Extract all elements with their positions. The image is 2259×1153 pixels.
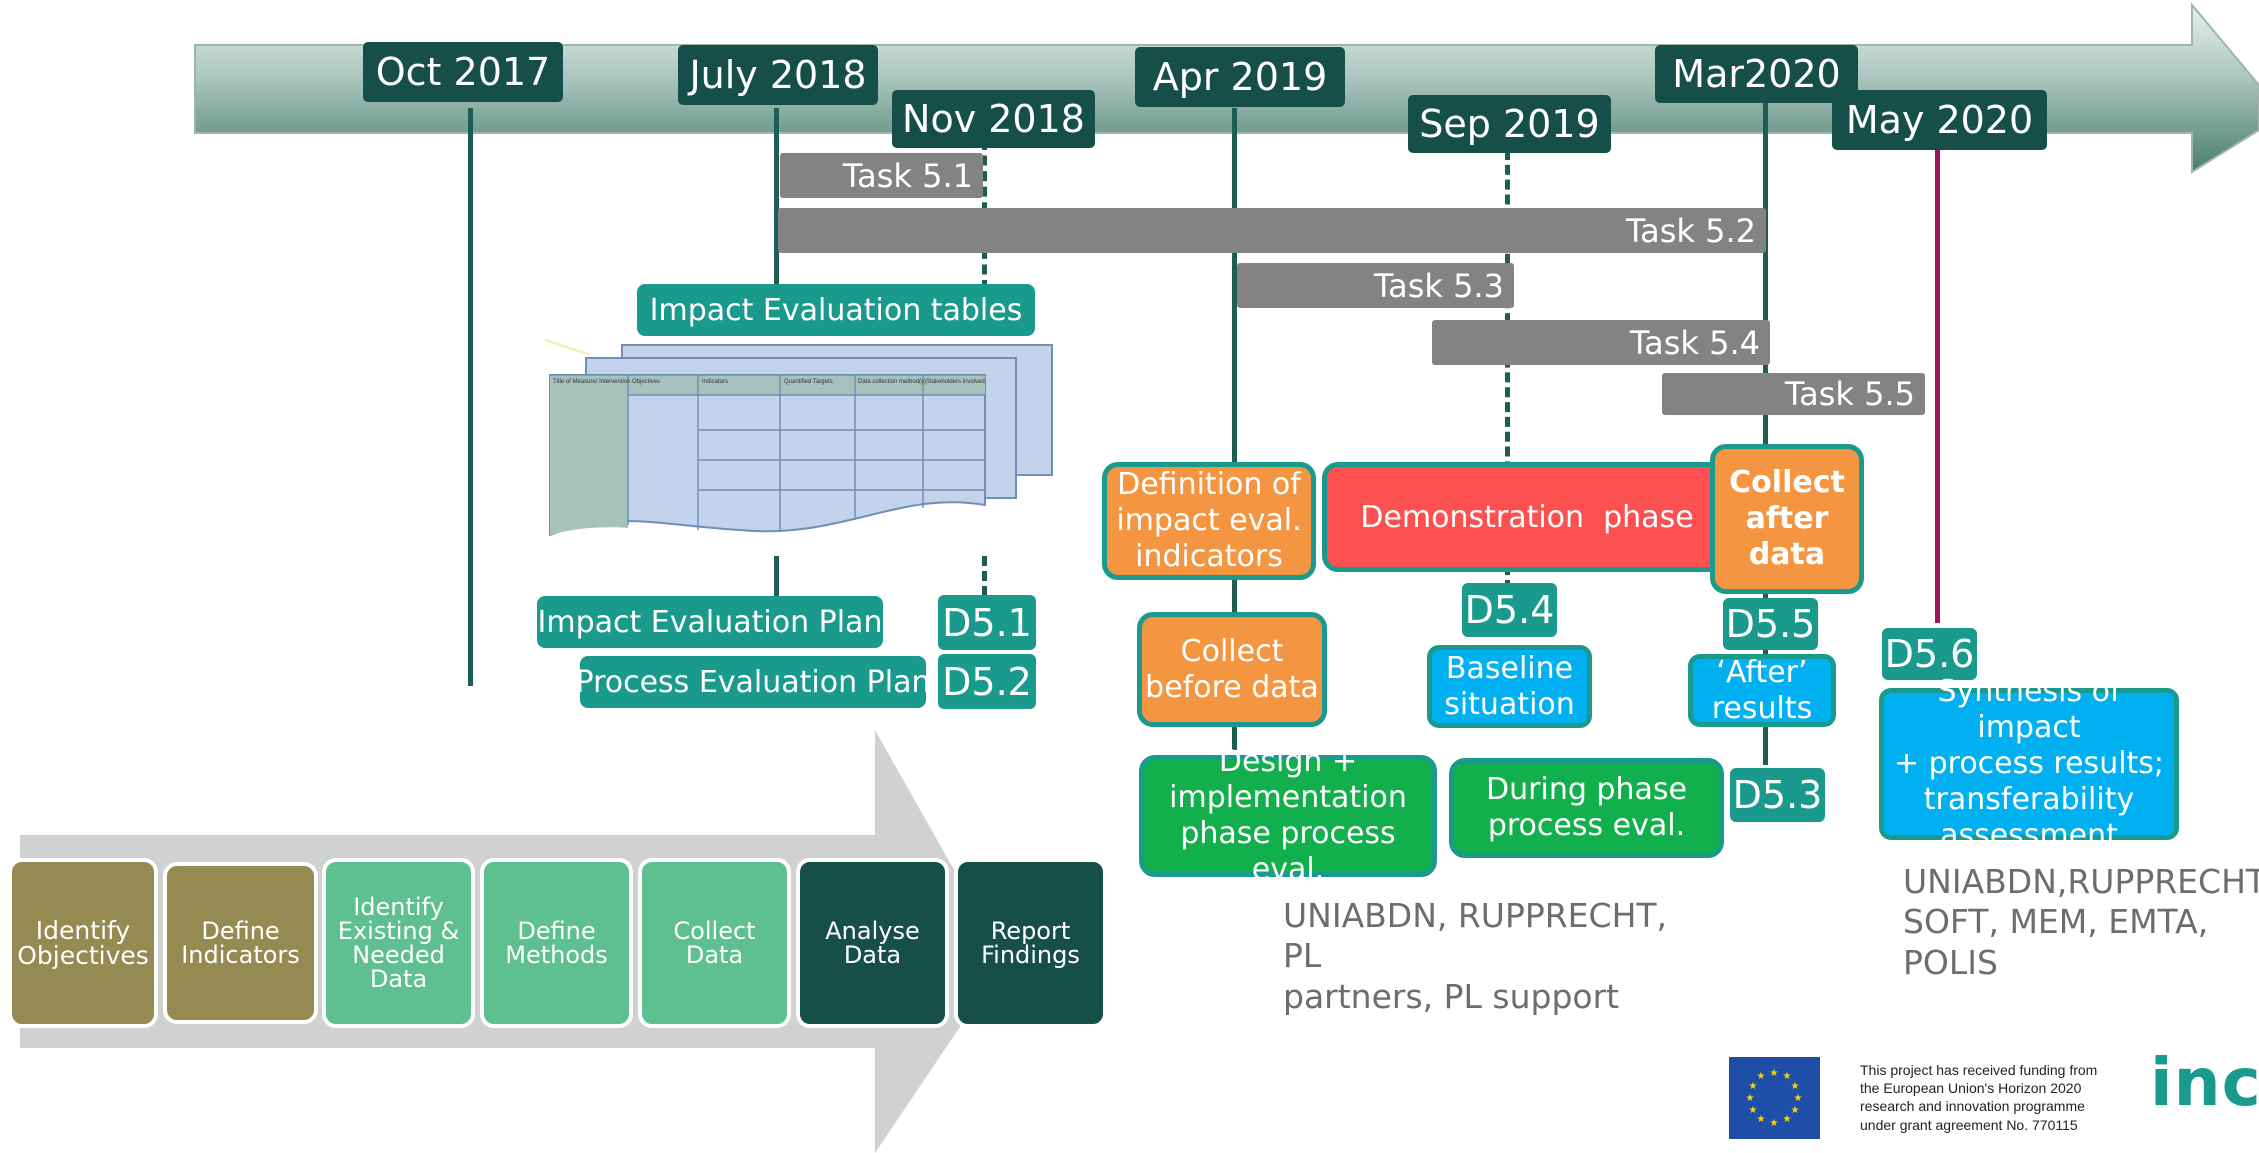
deliverable-d5-6: D5.6 xyxy=(1882,628,1977,680)
svg-text:★: ★ xyxy=(1757,1071,1766,1082)
table-header-1: Title of Measure/ Intervention xyxy=(553,379,630,385)
deliverable-d5-2: D5.2 xyxy=(938,654,1036,709)
svg-text:★: ★ xyxy=(1770,1068,1779,1079)
step-identify-objectives: Identify Objectives xyxy=(8,858,158,1028)
svg-text:★: ★ xyxy=(1770,1118,1779,1129)
step-define-methods: Define Methods xyxy=(480,858,633,1028)
task-5-4-bar: Task 5.4 xyxy=(1432,320,1770,365)
apr-2019-line xyxy=(1232,108,1237,750)
task-5-1-bar: Task 5.1 xyxy=(780,153,983,198)
step-report-findings: Report Findings xyxy=(954,858,1107,1028)
collect-after-data-box: Collect after data xyxy=(1710,444,1864,594)
sep-2019-dashed-line xyxy=(1505,150,1510,590)
svg-text:★: ★ xyxy=(1794,1093,1803,1104)
date-may-2020: May 2020 xyxy=(1832,90,2047,150)
table-header-3: Indicators xyxy=(702,379,728,385)
process-evaluation-plan-label: Process Evaluation Plan xyxy=(576,656,931,708)
svg-text:★: ★ xyxy=(1791,1081,1800,1092)
impact-tables-illustration: Title of Measure/ Intervention Objective… xyxy=(544,339,1053,537)
table-header-6: Stakeholders involved xyxy=(926,379,985,385)
svg-text:★: ★ xyxy=(1791,1105,1800,1116)
date-oct-2017: Oct 2017 xyxy=(363,42,563,102)
task-5-3-bar: Task 5.3 xyxy=(1237,263,1514,308)
baseline-situation-box: Baseline situation xyxy=(1427,645,1592,728)
svg-text:★: ★ xyxy=(1749,1105,1758,1116)
step-identify-existing-needed-data: Identify Existing & Needed Data xyxy=(322,858,475,1028)
funding-statement: This project has received funding from t… xyxy=(1860,1062,2098,1133)
step-collect-data: Collect Data xyxy=(638,858,791,1028)
date-sep-2019: Sep 2019 xyxy=(1408,95,1611,153)
date-mar-2020: Mar2020 xyxy=(1655,45,1858,103)
nov-2018-dashed-line-lower xyxy=(982,556,987,596)
svg-text:★: ★ xyxy=(1783,1071,1792,1082)
date-apr-2019: Apr 2019 xyxy=(1135,47,1345,107)
eu-flag-icon: ★★★ ★★★ ★★★ ★★★ xyxy=(1729,1057,1820,1139)
table-header-4: Quantified Targets xyxy=(784,379,833,385)
svg-text:★: ★ xyxy=(1749,1081,1758,1092)
design-implementation-process-eval-box: Design + implementation phase process ev… xyxy=(1139,744,1437,887)
step-define-indicators: Define Indicators xyxy=(163,862,318,1024)
deliverable-d5-3: D5.3 xyxy=(1730,768,1825,822)
date-july-2018: July 2018 xyxy=(678,45,878,105)
table-header-2: Objectives xyxy=(632,379,660,385)
date-nov-2018: Nov 2018 xyxy=(892,90,1095,148)
july-2018-line xyxy=(774,108,779,288)
svg-text:★: ★ xyxy=(1783,1114,1792,1125)
task-5-5-bar: Task 5.5 xyxy=(1662,373,1925,415)
impact-evaluation-plan-label: Impact Evaluation Plan xyxy=(537,596,883,648)
deliverable-d5-1: D5.1 xyxy=(938,595,1036,650)
during-phase-process-eval-box: During phase process eval. xyxy=(1449,758,1724,858)
svg-text:★: ★ xyxy=(1746,1093,1755,1104)
incl-logo: incl xyxy=(2150,1044,2259,1121)
deliverable-d5-5: D5.5 xyxy=(1723,598,1818,650)
partners-mid: UNIABDN, RUPPRECHT, PL partners, PL supp… xyxy=(1283,896,1668,1016)
collect-before-data-box: Collect before data xyxy=(1137,612,1327,727)
svg-text:★: ★ xyxy=(1757,1114,1766,1125)
demonstration-phase-label: Demonstration phase xyxy=(1360,499,1694,535)
impact-evaluation-tables-label: Impact Evaluation tables xyxy=(637,284,1035,336)
task-5-2-bar: Task 5.2 xyxy=(778,208,1766,253)
partners-right: UNIABDN,RUPPRECHT, SOFT, MEM, EMTA, POLI… xyxy=(1903,862,2259,982)
after-results-box: ‘After’ results xyxy=(1688,654,1836,727)
table-header-5: Data collection method(s) xyxy=(858,379,926,385)
deliverable-d5-4: D5.4 xyxy=(1462,583,1557,637)
definition-of-indicators-box: Definition of impact eval. indicators xyxy=(1102,462,1316,580)
may-2020-line xyxy=(1935,140,1940,623)
demonstration-phase-box: Demonstration phase xyxy=(1322,462,1732,572)
synthesis-box: Synthesis of impact + process results; t… xyxy=(1879,674,2179,853)
oct-2017-line xyxy=(468,108,473,686)
step-analyse-data: Analyse Data xyxy=(796,858,949,1028)
mar-2020-line xyxy=(1763,100,1768,765)
